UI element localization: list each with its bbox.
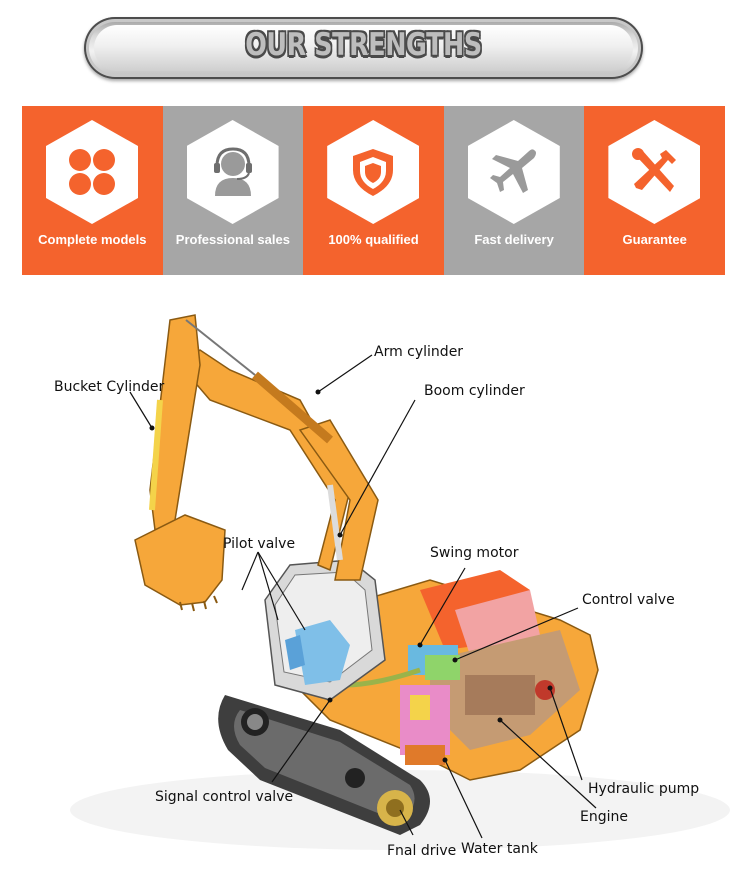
feature-qualified: 100% qualified: [303, 106, 444, 275]
tools-icon: [632, 148, 677, 192]
feature-label: Fast delivery: [474, 232, 554, 247]
excavator-diagram: Arm cylinder Bucket Cylinder Boom cylind…: [0, 290, 750, 883]
arm: [134, 314, 256, 612]
feature-professional-sales: Professional sales: [162, 106, 304, 275]
hexagon-badge: [186, 120, 279, 224]
title-banner: OUR STRENGTHS: [84, 17, 643, 79]
hexagon-badge: [608, 120, 701, 224]
feature-complete-models: Complete models: [22, 106, 163, 275]
operator-cab: [264, 559, 386, 701]
label-swing-motor: Swing motor: [430, 545, 519, 561]
hexagon-badge: [327, 120, 420, 224]
feature-label: Professional sales: [175, 232, 290, 247]
strengths-strip: Complete models Professional sales 100% …: [22, 106, 725, 275]
leader-lines: [129, 354, 597, 839]
label-control-valve: Control valve: [582, 592, 675, 608]
feature-fast-delivery: Fast delivery: [443, 106, 585, 275]
label-signal-control-valve: Signal control valve: [155, 789, 294, 805]
page-title: OUR STRENGTHS: [245, 27, 482, 63]
feature-label: Complete models: [38, 232, 147, 247]
label-arm-cylinder: Arm cylinder: [374, 344, 464, 360]
feature-guarantee: Guarantee: [584, 106, 725, 275]
label-water-tank: Water tank: [461, 841, 538, 857]
excavator-illustration: [70, 314, 730, 850]
shield-icon: [353, 149, 394, 196]
arrowheads: [149, 389, 553, 763]
four-circles-icon: [69, 149, 115, 195]
customer-service-icon: [213, 147, 252, 196]
label-boom-cylinder: Boom cylinder: [424, 383, 525, 399]
hexagon-badge: [46, 120, 138, 224]
banner-plate: [94, 25, 633, 71]
label-final-drive: Fnal drive: [387, 843, 457, 859]
airplane-icon: [489, 149, 536, 193]
label-pilot-valve: Pilot valve: [223, 536, 296, 552]
track: [218, 695, 430, 835]
label-hydraulic-pump: Hydraulic pump: [588, 781, 700, 797]
hexagon-badge: [467, 120, 560, 224]
feature-label: Guarantee: [622, 232, 687, 247]
label-engine: Engine: [580, 809, 628, 825]
feature-label: 100% qualified: [328, 232, 419, 247]
label-bucket-cylinder: Bucket Cylinder: [54, 379, 165, 395]
